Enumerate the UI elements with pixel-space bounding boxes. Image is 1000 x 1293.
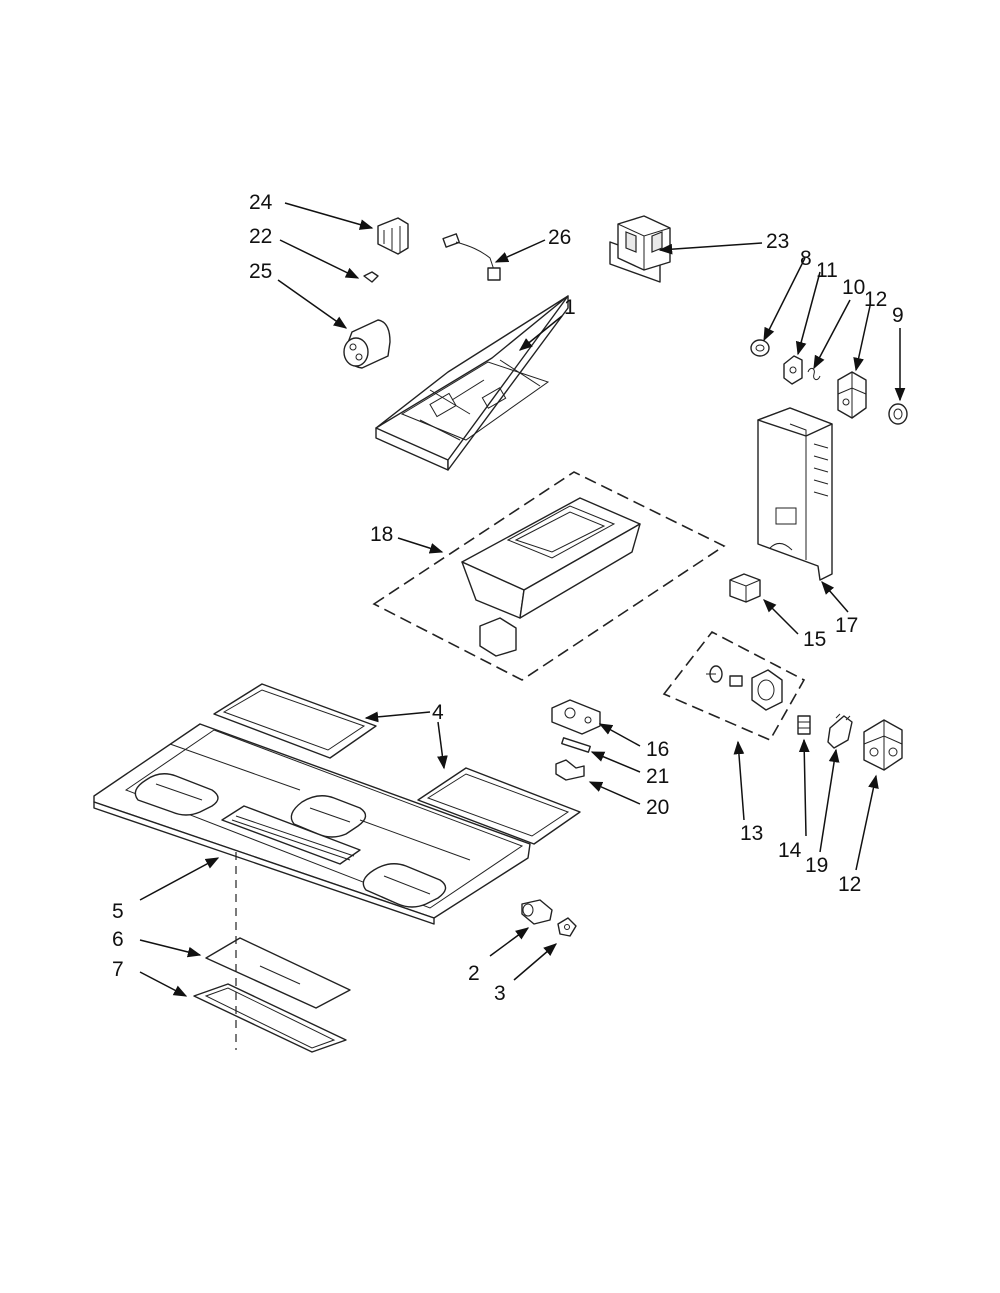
callout-5: 5: [112, 900, 124, 923]
part-15-block: [729, 573, 761, 603]
callout-22: 22: [249, 225, 272, 248]
callout-15: 15: [803, 628, 826, 651]
callout-13: 13: [740, 822, 763, 845]
part-10-spring: [807, 367, 821, 381]
part-2-connector: [521, 899, 553, 925]
callout-10: 10: [842, 276, 865, 299]
part-9-cap: [888, 403, 908, 425]
callout-11: 11: [816, 259, 838, 282]
part-1-base-plate: [375, 295, 569, 471]
part-19-thermostat: [827, 713, 853, 749]
callout-16: 16: [646, 738, 669, 761]
part-20-clip: [555, 759, 585, 781]
part-12-switch-lower: [863, 719, 903, 771]
callout-14: 14: [778, 839, 802, 862]
callout-21: 21: [646, 765, 669, 788]
callout-18: 18: [370, 523, 393, 546]
callout-26: 26: [548, 226, 571, 249]
callout-6: 6: [112, 928, 124, 951]
part-13-motor-assembly: [662, 630, 806, 742]
part-11-bracket: [783, 355, 803, 385]
callout-labels: 24 22 25 26 23 1 8 11 10 12 9 18 17 15 4…: [112, 191, 904, 1005]
callout-3: 3: [494, 982, 506, 1005]
part-6-glass-panel: [205, 937, 351, 1009]
callout-4: 4: [432, 701, 444, 724]
part-4-filter-left: [213, 683, 377, 759]
part-4-filter-right: [417, 767, 581, 845]
part-17-air-duct: [757, 407, 833, 581]
callout-12-upper: 12: [864, 288, 887, 311]
callout-8: 8: [800, 247, 812, 270]
part-5-cavity-panel: [93, 723, 531, 925]
callout-12-lower: 12: [838, 873, 861, 896]
callout-1: 1: [564, 296, 576, 319]
part-14-fuse: [797, 715, 811, 735]
part-3-fastener: [557, 917, 577, 937]
part-25-capacitor: [343, 319, 391, 369]
part-12-switch-upper: [837, 371, 867, 419]
part-26-wire-harness: [442, 233, 501, 281]
part-16-bracket: [551, 699, 601, 735]
callout-9: 9: [892, 304, 904, 327]
leader-lines: [139, 202, 906, 997]
part-8-nut: [750, 339, 770, 357]
callout-20: 20: [646, 796, 669, 819]
callout-25: 25: [249, 260, 272, 283]
part-21-rod: [561, 737, 591, 753]
part-22-clip: [363, 271, 379, 283]
callout-7: 7: [112, 958, 124, 981]
callout-24: 24: [249, 191, 273, 214]
callout-19: 19: [805, 854, 828, 877]
callout-17: 17: [835, 614, 858, 637]
callout-23: 23: [766, 230, 789, 253]
callout-2: 2: [468, 962, 480, 985]
part-7-frame: [193, 983, 347, 1053]
part-23-transformer: [609, 215, 671, 283]
part-24-bracket: [377, 217, 409, 255]
part-18-waveguide-cover: [372, 471, 726, 681]
